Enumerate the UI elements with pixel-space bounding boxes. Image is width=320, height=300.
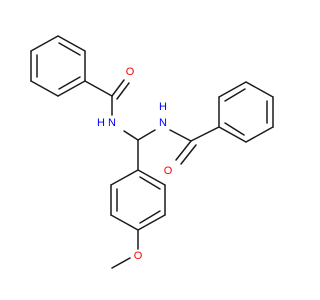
amide-group-right [137,126,220,165]
molecule-structure: O N H N H O O [30,35,274,269]
methoxyphenyl-ring [110,139,166,231]
benzene-ring-right [218,81,274,143]
atom-label-hydrogen-left: H [97,117,105,129]
benzene-ring-left [30,35,86,97]
amide-group-left [84,79,139,141]
atom-label-hydrogen-right: H [159,101,167,113]
methoxy-group [111,229,139,269]
atom-label-oxygen-left: O [126,66,135,78]
atom-label-oxygen-right: O [164,165,173,177]
atom-label-oxygen-methoxy: O [134,250,143,262]
atom-label-nitrogen-left: N [108,117,116,129]
atom-label-nitrogen-right: N [159,117,167,129]
